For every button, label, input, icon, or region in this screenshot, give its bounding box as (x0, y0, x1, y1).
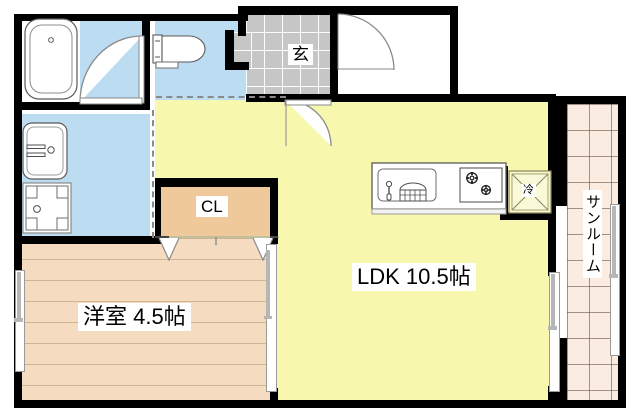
bathtub-icon (24, 18, 78, 100)
wall-genkan-right (330, 14, 338, 102)
wall-closet-top (155, 178, 278, 187)
entrance-tile-step (233, 32, 255, 68)
bedroom-window-handle[interactable] (14, 318, 23, 322)
sunroom-window-rail (612, 206, 616, 276)
wall-closet-left (155, 178, 161, 238)
outer-wall-bottom (14, 400, 626, 408)
bathroom-door[interactable] (79, 35, 145, 105)
wall-ldk-top (450, 94, 556, 102)
washroom-closet-threshold (152, 110, 154, 238)
bedroom-sliding-door-rail (266, 250, 270, 318)
outer-wall-sunroom-left-lower (556, 338, 567, 408)
entrance-step-pattern (233, 32, 255, 68)
wall-genkan-step-bottom (225, 62, 249, 70)
sunroom-sliding-door-rail (551, 274, 555, 328)
bedroom-label: 洋室 4.5帖 (78, 303, 191, 331)
wall-hall-bottom (330, 94, 458, 102)
wall-bedroom-left-bottom-stub (14, 368, 22, 408)
washbasin-vanity-icon (22, 122, 68, 180)
wall-closet-bottom (149, 236, 169, 244)
washing-machine-pan-icon (22, 182, 72, 234)
wall-ldk-sunroom-stub-top (548, 262, 556, 276)
wall-hall-top (330, 6, 458, 15)
outer-wall-sunroom-left-upper (556, 96, 567, 206)
wall-bedroom-left-top-stub (14, 236, 22, 272)
ldk-entry-door[interactable] (284, 99, 332, 147)
outer-wall-top-toilet (148, 14, 248, 21)
wall-genkan-step-left (225, 30, 234, 70)
refrigerator-space-icon (508, 170, 552, 214)
outer-wall-left (14, 14, 22, 408)
bedroom-window-rail (17, 272, 21, 320)
sunroom-sliding-door-handle[interactable] (548, 326, 557, 330)
entry-door[interactable] (337, 13, 395, 71)
closet-label: CL (196, 196, 228, 217)
closet-folding-doors[interactable] (155, 236, 279, 262)
wall-genkan-left (238, 6, 246, 36)
outer-wall-right-lower (548, 206, 556, 268)
wall-hall-right (450, 6, 458, 102)
wall-toilet-left (142, 14, 149, 96)
ldk-label: LDK 10.5帖 (352, 263, 476, 291)
outer-wall-sunroom-right (618, 96, 626, 408)
entry-hall-floor (330, 14, 458, 100)
sunroom-window[interactable] (610, 204, 620, 356)
wall-bedroom-right-bottom (270, 388, 278, 408)
toilet-ldk-threshold (156, 96, 286, 98)
toilet-icon (152, 34, 206, 69)
wall-genkan-bottom (246, 94, 338, 102)
sunroom-label: サンルーム (583, 190, 602, 278)
outer-wall-top-genkan (246, 6, 338, 15)
refrigerator-label: 冷 (521, 184, 536, 197)
wall-washroom-bottom (14, 236, 150, 244)
kitchen-counter-icon (371, 162, 507, 215)
bedroom-sliding-door-handle[interactable] (264, 316, 272, 319)
wall-fridge-alcove-bottom (500, 212, 556, 220)
sunroom-sliding-door[interactable] (549, 272, 560, 392)
outer-wall-sunroom-top (556, 96, 626, 104)
sunroom-window-handle[interactable] (609, 274, 618, 278)
outer-wall-top-left (14, 14, 142, 21)
wall-ldk-sunroom-stub-bottom (548, 386, 556, 408)
wall-bath-bottom (14, 102, 150, 110)
wall-closet-right (270, 178, 278, 244)
outer-wall-right-upper (548, 96, 556, 206)
entrance-label: 玄 (288, 44, 313, 65)
